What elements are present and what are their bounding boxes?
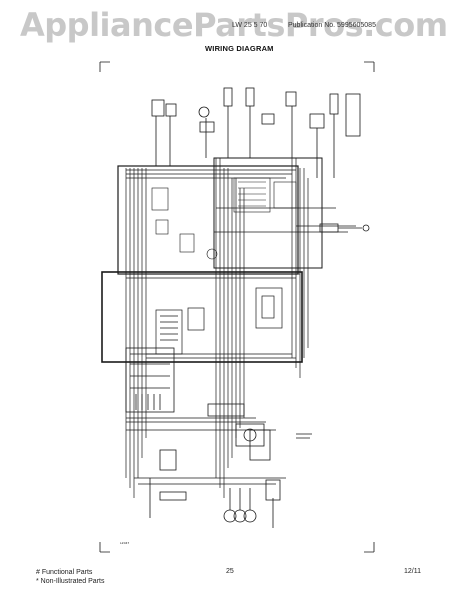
crop-mark <box>364 542 375 553</box>
page-number: 25 <box>226 568 234 575</box>
connector-block <box>151 187 218 260</box>
tiny-labels: L2047 <box>120 541 129 545</box>
header-publication: Publication No. 5995605085 <box>288 22 376 29</box>
right-components <box>319 93 370 233</box>
header-model: LW 25 5 70 <box>232 22 268 29</box>
middle-section-frame <box>101 271 303 363</box>
crop-mark <box>99 61 110 72</box>
svg-text:L2047: L2047 <box>120 541 129 545</box>
harness-left <box>125 168 147 498</box>
top-components <box>151 87 339 178</box>
revision-date: 12/11 <box>404 568 421 575</box>
control-board-grid <box>233 177 297 213</box>
main-board <box>125 347 175 413</box>
middle-components <box>155 287 283 355</box>
lower-components <box>149 403 312 528</box>
footer-notes: # Functional Parts * Non-Illustrated Par… <box>36 568 104 586</box>
crop-mark <box>99 542 110 553</box>
harness-center <box>215 158 245 498</box>
crop-mark <box>364 61 375 72</box>
control-board-frame <box>213 157 323 269</box>
upper-section-frame <box>117 165 299 275</box>
wiring-diagram: L2047 <box>99 61 375 553</box>
page-title: WIRING DIAGRAM <box>205 44 274 53</box>
functional-parts-note: # Functional Parts <box>36 569 93 576</box>
watermark: AppliancePartsPros.com <box>20 6 448 44</box>
non-illustrated-note: * Non-Illustrated Parts <box>36 578 105 585</box>
